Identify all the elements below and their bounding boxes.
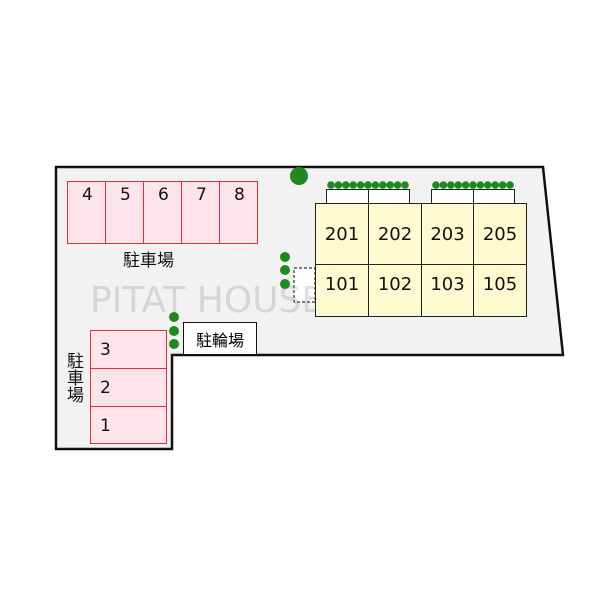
shrub-icon xyxy=(401,181,409,189)
shrub-icon xyxy=(432,181,440,189)
shrub-icon xyxy=(461,181,470,189)
shrub-icon xyxy=(393,181,402,189)
shrub-icon xyxy=(334,181,343,189)
bicycle-parking: 駐輪場 xyxy=(183,322,257,355)
shrub-icon xyxy=(439,181,448,189)
balcony xyxy=(368,189,410,204)
bicycle-parking-label: 駐輪場 xyxy=(195,330,244,350)
shrub-icon xyxy=(280,279,290,289)
parking-space: 6 xyxy=(143,181,182,244)
unit-105: 105 xyxy=(473,264,527,317)
tree-icon xyxy=(290,167,308,185)
unit-102: 102 xyxy=(368,264,422,317)
space-number: 8 xyxy=(234,185,245,205)
shrub-icon xyxy=(349,181,358,189)
shrub-icon xyxy=(469,181,477,189)
unit-205: 205 xyxy=(473,203,527,265)
shrub-icon xyxy=(379,181,387,189)
shrub-icon xyxy=(476,181,485,189)
shrub-icon xyxy=(169,326,179,336)
unit-202: 202 xyxy=(368,203,422,265)
parking-label: 駐車場 xyxy=(123,251,174,271)
space-number: 4 xyxy=(82,185,93,205)
shrub-icon xyxy=(169,339,179,349)
space-number: 6 xyxy=(158,185,169,205)
parking-space: 3 xyxy=(90,330,167,369)
parking-space: 1 xyxy=(90,406,167,444)
shrub-icon xyxy=(454,181,463,189)
shrub-icon xyxy=(342,181,350,189)
unit-103: 103 xyxy=(421,264,474,317)
balcony xyxy=(326,189,369,204)
parking-space: 4 xyxy=(67,181,106,244)
parking-space: 8 xyxy=(219,181,258,244)
shrub-icon xyxy=(484,181,492,189)
shrub-icon xyxy=(327,181,335,189)
shrub-icon xyxy=(364,181,372,189)
shrub-icon xyxy=(498,181,507,189)
parking-label: 駐車場 xyxy=(63,352,83,403)
unit-201: 201 xyxy=(315,203,369,265)
parking-space: 7 xyxy=(181,181,220,244)
shrub-icon xyxy=(371,181,380,189)
shrub-icon xyxy=(386,181,395,189)
space-number: 5 xyxy=(120,185,131,205)
shrub-icon xyxy=(280,265,290,275)
parking-space: 5 xyxy=(105,181,144,244)
shrub-icon xyxy=(491,181,500,189)
space-number: 3 xyxy=(100,340,111,360)
shrub-icon xyxy=(280,252,290,262)
space-number: 2 xyxy=(100,378,111,398)
parking-space: 2 xyxy=(90,368,167,407)
unit-101: 101 xyxy=(315,264,369,317)
shrub-icon xyxy=(447,181,455,189)
space-number: 1 xyxy=(100,416,111,436)
balcony xyxy=(431,189,474,204)
shrub-icon xyxy=(169,312,179,322)
unit-203: 203 xyxy=(421,203,474,265)
shrub-icon xyxy=(356,181,365,189)
balcony xyxy=(473,189,515,204)
shrub-icon xyxy=(506,181,514,189)
space-number: 7 xyxy=(196,185,207,205)
